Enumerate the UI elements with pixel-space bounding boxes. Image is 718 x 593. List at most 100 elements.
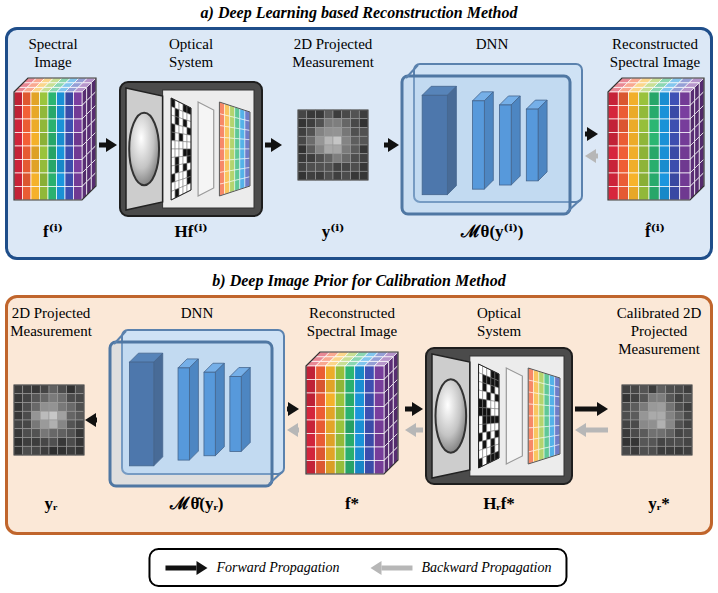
spectral-cube-part — [316, 447, 326, 461]
measurement-image-part — [333, 171, 342, 180]
measurement-image-part — [40, 385, 49, 394]
optical-system-part — [539, 405, 544, 416]
optical-system-part — [539, 438, 544, 450]
measurement-image-part — [58, 411, 67, 420]
spectral-cube-part — [14, 106, 23, 120]
measurement-image-part — [351, 119, 360, 128]
optical-system-part — [175, 108, 179, 118]
optical-system-part — [487, 431, 491, 440]
optical-system-part — [528, 380, 533, 393]
measurement-image-part — [40, 420, 49, 429]
optical-system-part — [487, 424, 491, 432]
measurement-image-part — [75, 429, 84, 438]
measurement-image-part — [67, 403, 76, 412]
measurement-image-part — [298, 171, 307, 180]
dnn-illustration — [402, 64, 582, 214]
optical-system-part — [245, 120, 250, 131]
measurement-image-part — [58, 394, 67, 403]
optical-system-part — [240, 129, 245, 140]
spectral-cube-part — [365, 407, 375, 421]
dnn-block: DNNℳθ(y⁽ⁱ⁾) — [400, 31, 584, 255]
spectral-cube-part — [659, 187, 669, 201]
optical-system-part — [163, 90, 254, 208]
spectral-cube-part — [31, 119, 40, 133]
measurement-image-part — [298, 110, 307, 119]
measurement-image-part — [23, 446, 32, 455]
optical-system-part — [544, 395, 549, 406]
spectral-cube-part — [355, 447, 365, 461]
spectral-cube-part — [31, 133, 40, 147]
spectral-cube-part — [365, 366, 375, 380]
spectral-cube-part — [31, 187, 40, 201]
measurement-image-part — [32, 420, 41, 429]
spectral-cube-part — [608, 160, 618, 174]
spectral-cube-part — [659, 133, 669, 147]
component-label: DNN — [110, 304, 284, 322]
spectral-cube-part — [74, 119, 83, 133]
component-label: Optical System — [467, 304, 531, 340]
spectral-cube-part — [629, 173, 639, 187]
measurement-image-part — [58, 429, 67, 438]
measurement-image-part — [40, 446, 49, 455]
measurement-image-part — [316, 145, 325, 154]
measurement-image-part — [359, 163, 368, 172]
spectral-cube-part — [374, 380, 384, 394]
measurement-image-part — [23, 385, 32, 394]
spectral-cube-part — [31, 160, 40, 174]
optical-system-part — [219, 160, 224, 172]
optical-system-part — [187, 149, 191, 156]
measurement-image-part — [666, 394, 675, 403]
spectral-cube-part — [316, 407, 326, 421]
spectral-cube-part — [659, 119, 669, 133]
measurement-image-part — [648, 429, 657, 438]
measurement-image-part — [40, 438, 49, 447]
reconstruction-block: Reconstructed Spectral Imagef* — [300, 299, 404, 531]
optical-system-part — [539, 394, 544, 406]
measurement-image-part — [648, 403, 657, 412]
measurement-image-part — [351, 136, 360, 145]
spectral-cube-part — [57, 119, 66, 133]
legend-entry: Backward Propagation — [370, 559, 552, 577]
spectral-cube-part — [48, 160, 57, 174]
optical-system-part — [555, 406, 560, 416]
measurement-image-part — [32, 438, 41, 447]
measurement-image-part — [640, 438, 649, 447]
measurement-image-part — [640, 446, 649, 455]
math-symbol: yᵣ* — [648, 494, 669, 514]
measurement-image-part — [14, 385, 23, 394]
spectral-cube-part — [57, 92, 66, 106]
optical-system-part — [534, 393, 539, 405]
optical-system-part — [491, 401, 495, 409]
spectral-cube-part — [355, 393, 365, 407]
optical-system-part — [539, 427, 544, 439]
optical-system-part — [435, 379, 466, 452]
spectral-cube-part — [639, 133, 649, 147]
optical-system-part — [175, 141, 179, 149]
measurement-image-part — [683, 446, 692, 455]
spectral-cube-part — [659, 160, 669, 174]
dnn-illustration — [110, 330, 284, 486]
math-symbol: Hᵣf* — [483, 494, 515, 514]
spectral-cube-part — [649, 106, 659, 120]
measurement-image-part — [640, 403, 649, 412]
forward-arrow — [287, 407, 288, 412]
optical-system-part — [483, 432, 487, 441]
spectral-cube-part — [639, 187, 649, 201]
math-symbol: ℳθ(y⁽ⁱ⁾) — [461, 222, 524, 242]
optical-system-part — [534, 404, 539, 416]
measurement-image-part — [307, 128, 316, 137]
spectral-cube-part — [74, 187, 83, 201]
optical-system-part — [171, 157, 175, 166]
measurement-block: 2D Projected Measurementyᵣ — [6, 299, 96, 531]
measurement-image-part — [23, 403, 32, 412]
optical-system-part — [549, 406, 554, 416]
measurement-image — [14, 385, 84, 455]
optical-system-part — [230, 170, 235, 182]
spectral-cube-part — [31, 146, 40, 160]
measurement-image-part — [298, 110, 368, 180]
optical-system-block: Optical SystemHf⁽ⁱ⁾ — [118, 31, 264, 255]
optical-system-part — [175, 125, 179, 134]
measurement-image — [298, 110, 368, 180]
spectral-cube-part — [649, 187, 659, 201]
spectral-cube-part — [14, 160, 23, 174]
